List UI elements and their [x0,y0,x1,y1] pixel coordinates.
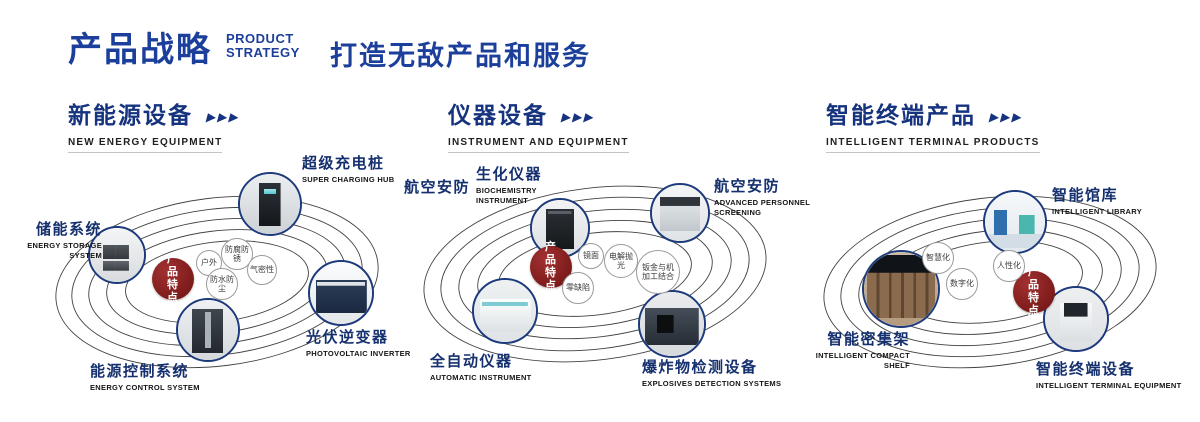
energy-control-photo [178,300,238,360]
triple-arrow-icon: ▶▶▶ [205,110,244,124]
product-name: 智能密集架 [827,331,910,348]
section-subtitle: INTELLIGENT TERMINAL PRODUCTS [826,137,1040,153]
feature-bubble: 防水防尘 [206,268,238,300]
product-node-aviation-security [650,183,710,243]
product-label-aviation-security: 航空安防 ADVANCED PERSONNEL SCREENING [714,175,818,218]
feature-bubble: 钣金与机加工结合 [636,250,680,294]
feature-bubble: 电解抛光 [604,244,638,278]
explosives-detection-photo [640,292,704,356]
terminal-equipment-photo [1045,288,1107,350]
feature-text: 钣金与机加工结合 [642,262,674,281]
energy-storage-photo [90,228,144,282]
badge-text: 产品特点 [1028,265,1040,318]
feature-text: 人性化 [997,261,1021,271]
product-label-explosives-detection: 爆炸物检测设备 EXPLOSIVES DETECTION SYSTEMS [642,356,781,389]
intelligent-library-photo [985,192,1045,252]
product-name: 智能馆库 [1052,187,1119,204]
feature-text: 防水防尘 [210,274,234,293]
label-aviation-security-side: 航空安防 [404,179,471,196]
product-node-energy-storage [88,226,146,284]
super-charging-hub-photo [240,174,300,234]
page-title: 产品战略 [68,31,212,69]
product-features-badge: 产品特点 [530,241,572,292]
product-node-energy-control [176,298,240,362]
product-node-compact-shelf [862,250,940,328]
product-name: 光伏逆变器 [306,329,389,346]
section-header-instruments: 仪器设备 ▶▶▶ INSTRUMENT AND EQUIPMENT [448,96,629,153]
feature-text: 户外 [201,258,217,268]
product-label-compact-shelf: 智能密集架 INTELLIGENT COMPACT SHELF [810,328,910,371]
feature-text: 数字化 [950,279,974,289]
product-name-en: PHOTOVOLTAIC INVERTER [306,349,411,358]
product-name: 航空安防 [714,178,781,195]
section-header-new-energy: 新能源设备 ▶▶▶ NEW ENERGY EQUIPMENT [68,96,244,153]
product-name: 智能终端设备 [1036,361,1136,378]
product-label-terminal-equipment: 智能终端设备 INTELLIGENT TERMINAL EQUIPMENT [1036,358,1182,391]
product-name: 生化仪器 [476,166,543,183]
product-label-intelligent-library: 智能馆库 INTELLIGENT LIBRARY [1052,184,1142,217]
product-label-super-charging-hub: 超级充电桩 SUPER CHARGING HUB [302,152,395,185]
personnel-screening-photo [652,185,708,241]
product-name-en: EXPLOSIVES DETECTION SYSTEMS [642,379,782,388]
section-title: 智能终端产品 [826,102,976,128]
feature-text: 镜面 [583,251,599,261]
section-subtitle: INSTRUMENT AND EQUIPMENT [448,137,629,153]
page-title-en-line2: STRATEGY [226,45,300,60]
section-header-intelligent-terminals: 智能终端产品 ▶▶▶ INTELLIGENT TERMINAL PRODUCTS [826,96,1040,153]
page-title-en-line1: PRODUCT [226,31,294,46]
product-name-en: ENERGY CONTROL SYSTEM [90,383,200,392]
feature-bubble: 气密性 [247,255,277,285]
product-node-explosives-detection [638,290,706,358]
product-name: 储能系统 [35,221,102,238]
product-node-automatic-instrument [472,278,538,344]
product-node-photovoltaic-inverter [308,260,374,326]
automatic-instrument-photo [474,280,536,342]
section-title: 仪器设备 [448,102,548,128]
feature-text: 气密性 [250,265,274,275]
product-name-en: SUPER CHARGING HUB [302,175,395,184]
triple-arrow-icon: ▶▶▶ [560,110,599,124]
product-name-en: ADVANCED PERSONNEL SCREENING [714,198,810,217]
product-features-badge: 产品特点 [1013,266,1055,317]
slogan: 打造无敌产品和服务 [330,41,591,71]
badge-text: 产品特点 [167,252,179,305]
product-name-en: INTELLIGENT COMPACT SHELF [815,351,910,370]
product-label-biochemistry: 生化仪器 BIOCHEMISTRY INSTRUMENT [476,163,562,206]
biochemistry-instrument-photo [532,200,588,256]
product-node-super-charging-hub [238,172,302,236]
product-label-energy-control: 能源控制系统 ENERGY CONTROL SYSTEM [90,360,200,393]
photovoltaic-inverter-photo [310,262,372,324]
product-name: 超级充电桩 [302,155,385,172]
product-name-en: INTELLIGENT LIBRARY [1052,207,1143,216]
feature-bubble: 智慧化 [922,242,954,274]
product-name-en: BIOCHEMISTRY INSTRUMENT [476,186,537,205]
feature-text: 智慧化 [926,253,950,263]
product-name-en: ENERGY STORAGE SYSTEM [27,241,102,260]
product-name: 爆炸物检测设备 [642,359,758,376]
product-name-en: INTELLIGENT TERMINAL EQUIPMENT [1036,381,1182,390]
triple-arrow-icon: ▶▶▶ [988,110,1027,124]
product-node-intelligent-library [983,190,1047,254]
feature-text: 零缺陷 [566,283,590,293]
feature-bubble: 数字化 [946,268,978,300]
section-title: 新能源设备 [68,102,193,128]
badge-text: 产品特点 [545,240,557,293]
product-label-automatic-instrument: 全自动仪器 AUTOMATIC INSTRUMENT [430,350,532,383]
product-features-badge: 产品特点 [152,253,194,304]
feature-text: 电解抛光 [609,251,633,270]
page-title-en: PRODUCT STRATEGY [226,32,300,60]
feature-bubble: 镜面 [578,243,604,269]
product-label-energy-storage: 储能系统 ENERGY STORAGE SYSTEM [14,218,102,261]
section-subtitle: NEW ENERGY EQUIPMENT [68,137,223,153]
product-label-photovoltaic-inverter: 光伏逆变器 PHOTOVOLTAIC INVERTER [306,326,411,359]
product-name: 能源控制系统 [90,363,190,380]
feature-bubble: 人性化 [993,250,1025,282]
orbit-rings-instruments [423,185,767,363]
feature-text: 防腐防锈 [225,244,249,263]
product-name-en: AUTOMATIC INSTRUMENT [430,373,532,382]
product-name: 全自动仪器 [430,353,513,370]
feature-bubble: 零缺陷 [562,272,594,304]
